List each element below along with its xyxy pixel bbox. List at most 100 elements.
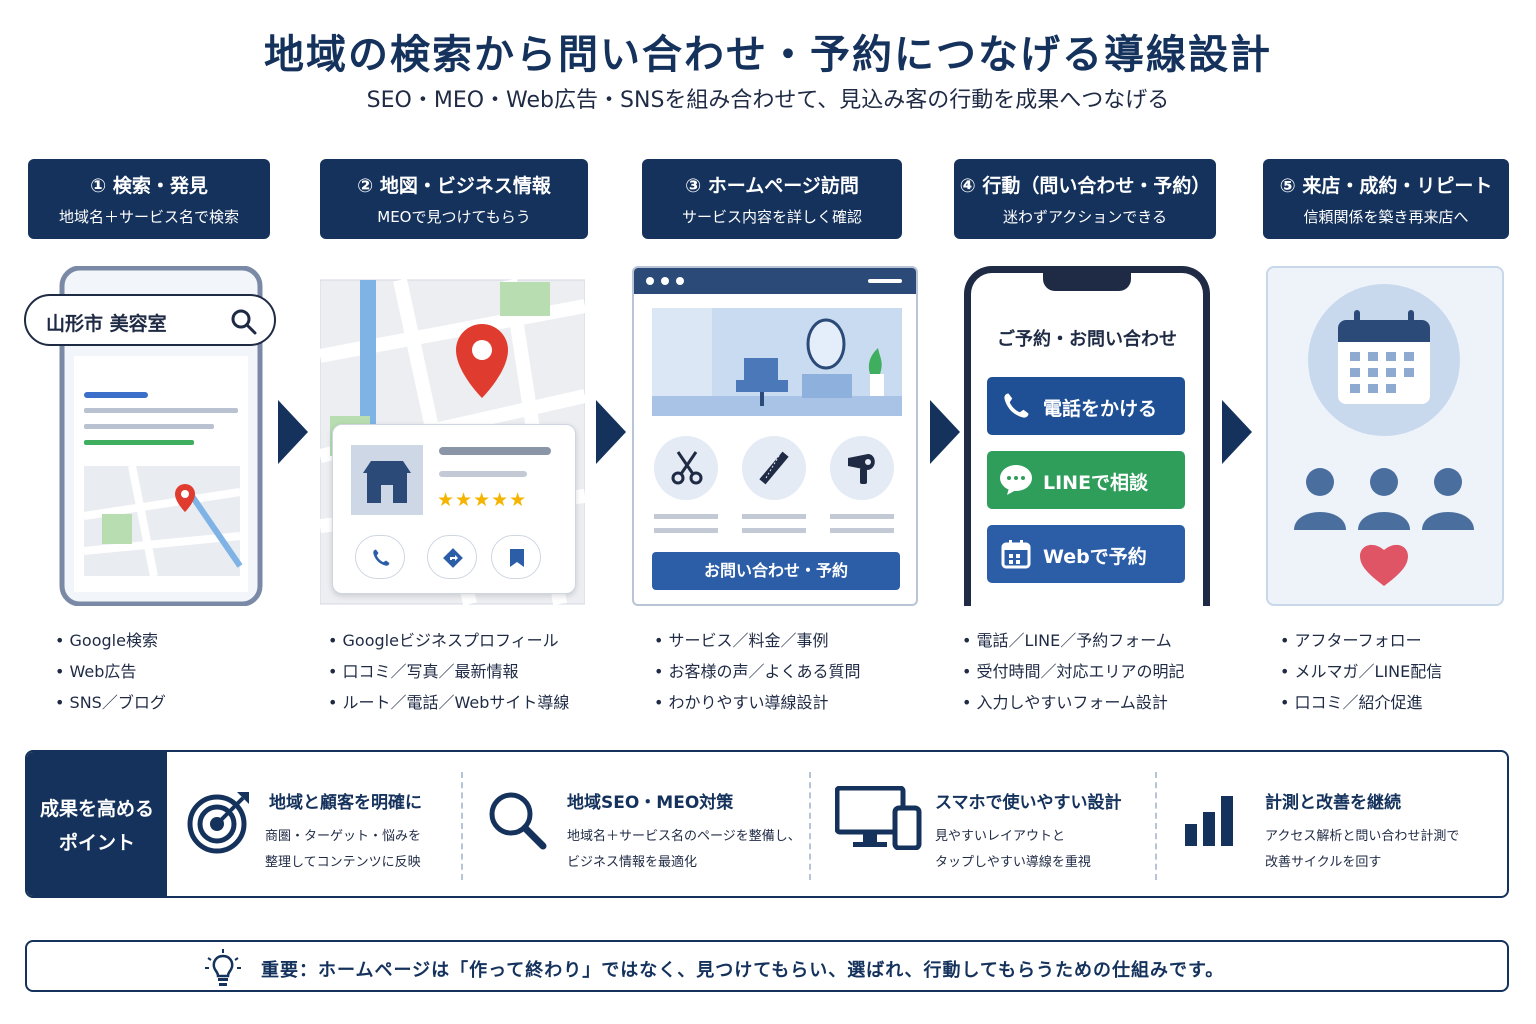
- step-subtitle: 迷わずアクションできる: [1003, 208, 1167, 226]
- bar-chart-icon: [1185, 796, 1233, 846]
- phone-icon: [1004, 393, 1029, 418]
- store-icon: [351, 445, 423, 515]
- scissors-icon: [671, 451, 703, 485]
- people-icon: [1294, 468, 1474, 530]
- route-icon: [443, 548, 463, 568]
- search-phone-illustration: [22, 265, 278, 607]
- bookmark-icon: [510, 549, 524, 567]
- browser-bar: [634, 268, 916, 294]
- step-header-2: ② 地図・ビジネス情報 MEOで見つけてもらう: [320, 159, 588, 239]
- flow-arrow-icon: [278, 400, 308, 464]
- step-subtitle: 地域名＋サービス名で検索: [58, 208, 239, 226]
- call-button-label: 電話をかける: [1043, 398, 1158, 420]
- divider: [809, 772, 811, 880]
- bullet-item: お客様の声／よくある質問: [654, 656, 861, 687]
- step-header-5: ⑤ 来店・成約・リピート 信頼関係を築き再来店へ: [1263, 159, 1509, 239]
- call-button[interactable]: [355, 535, 405, 579]
- line-button-label: LINEで相談: [1043, 472, 1149, 494]
- important-note: 重要：ホームページは「作って終わり」ではなく、見つけてもらい、選ばれ、行動しても…: [25, 940, 1509, 992]
- flow-arrow-icon: [930, 400, 960, 464]
- point-item-3: スマホで使いやすい設計 見やすいレイアウトとタップしやすい導線を重視: [835, 752, 1155, 896]
- phone-screen-heading: ご予約・お問い合わせ: [997, 329, 1177, 350]
- step-header-1: ① 検索・発見 地域名＋サービス名で検索: [28, 159, 270, 239]
- business-info-placeholder: [439, 471, 527, 477]
- page-title: 地域の検索から問い合わせ・予約につなげる導線設計: [264, 32, 1272, 78]
- step-title: ④ 行動（問い合わせ・予約）: [959, 175, 1211, 197]
- step-3-bullets: サービス／料金／事例 お客様の声／よくある質問 わかりやすい導線設計: [654, 625, 861, 718]
- service-item-blow[interactable]: [830, 436, 894, 500]
- bullet-item: 口コミ／紹介促進: [1280, 687, 1442, 718]
- bullet-item: 受付時間／対応エリアの明記: [962, 656, 1185, 687]
- flow-arrow-icon: [596, 400, 626, 464]
- step-subtitle: MEOで見つけてもらう: [377, 208, 531, 226]
- step-subtitle: 信頼関係を築き再来店へ: [1303, 208, 1469, 226]
- search-query: 山形市 美容室: [46, 313, 167, 335]
- step-title: ⑤ 来店・成約・リピート: [1279, 175, 1493, 197]
- service-item-cut[interactable]: [654, 436, 718, 500]
- search-input[interactable]: 山形市 美容室: [24, 294, 276, 346]
- calendar-icon: [1338, 310, 1430, 404]
- chat-bubble-icon: [1000, 465, 1032, 495]
- step-title: ③ ホームページ訪問: [685, 175, 859, 197]
- homepage-browser: お問い合わせ・予約: [632, 266, 918, 606]
- comb-icon: [759, 451, 789, 485]
- step-2-bullets: Googleビジネスプロフィール 口コミ／写真／最新情報 ルート／電話／Webサ…: [328, 625, 570, 718]
- search-icon[interactable]: [230, 308, 258, 336]
- divider: [1155, 772, 1157, 880]
- page-subtitle: SEO・MEO・Web広告・SNSを組み合わせて、見込み客の行動を成果へつなげる: [366, 88, 1170, 113]
- contact-reserve-button[interactable]: お問い合わせ・予約: [652, 552, 900, 590]
- step-title: ② 地図・ビジネス情報: [357, 175, 551, 197]
- flow-arrow-icon: [1222, 400, 1252, 464]
- save-button[interactable]: [491, 535, 541, 579]
- bullet-item: Googleビジネスプロフィール: [328, 625, 569, 656]
- step-5-bullets: アフターフォロー メルマガ／LINE配信 口コミ／紹介促進: [1280, 625, 1443, 718]
- step-4-bullets: 電話／LINE／予約フォーム 受付時間／対応エリアの明記 入力しやすいフォーム設…: [962, 625, 1185, 718]
- call-button[interactable]: 電話をかける: [987, 377, 1185, 435]
- bullet-item: サービス／料金／事例: [654, 625, 861, 656]
- point-item-1: 地域と顧客を明確に 商圏・ターゲット・悩みを整理してコンテンツに反映: [187, 752, 467, 896]
- point-item-2: 地域SEO・MEO対策 地域名＋サービス名のページを整備し、ビジネス情報を最適化: [487, 752, 807, 896]
- bullet-item: アフターフォロー: [1280, 625, 1442, 656]
- rating-stars: ★★★★★: [437, 489, 528, 511]
- line-consult-button[interactable]: LINEで相談: [987, 451, 1185, 509]
- business-card[interactable]: ★★★★★: [332, 424, 576, 594]
- service-item-style[interactable]: [742, 436, 806, 500]
- important-note-text: 重要：ホームページは「作って終わり」ではなく、見つけてもらい、選ばれ、行動しても…: [261, 960, 1225, 981]
- devices-icon: [835, 786, 922, 850]
- repeat-illustration: [1266, 266, 1504, 606]
- hair-dryer-icon: [848, 454, 875, 484]
- step-subtitle: サービス内容を詳しく確認: [681, 208, 862, 226]
- bullet-item: 口コミ／写真／最新情報: [328, 656, 569, 687]
- web-button-label: Webで予約: [1043, 546, 1147, 568]
- key-points-label: 成果を高める ポイント: [27, 752, 167, 896]
- search-icon: [489, 792, 547, 850]
- bullet-item: ルート／電話／Webサイト導線: [328, 687, 570, 718]
- business-name-placeholder: [439, 447, 551, 455]
- bullet-item: メルマガ／LINE配信: [1280, 656, 1443, 687]
- divider: [461, 772, 463, 880]
- bullet-item: 電話／LINE／予約フォーム: [962, 625, 1185, 656]
- step-1-bullets: Google検索 Web広告 SNS／ブログ: [55, 625, 166, 718]
- step-header-4: ④ 行動（問い合わせ・予約） 迷わずアクションできる: [954, 159, 1216, 239]
- heart-icon: [1360, 544, 1408, 586]
- phone-notch: [1043, 273, 1131, 291]
- phone-icon: [373, 549, 390, 566]
- calendar-icon: [1001, 540, 1031, 569]
- map-pin-icon: [175, 484, 195, 512]
- bullet-item: 入力しやすいフォーム設計: [962, 687, 1185, 718]
- map-pin-icon: [456, 324, 508, 398]
- web-reserve-button[interactable]: Webで予約: [987, 525, 1185, 583]
- key-points-box: 成果を高める ポイント 地域と顧客を明確に 商圏・ターゲット・悩みを整理してコン…: [25, 750, 1509, 898]
- step-header-3: ③ ホームページ訪問 サービス内容を詳しく確認: [642, 159, 902, 239]
- point-item-4: 計測と改善を継続 アクセス解析と問い合わせ計測で改善サイクルを回す: [1183, 752, 1503, 896]
- salon-hero-image: [652, 308, 902, 416]
- action-phone: ご予約・お問い合わせ 電話をかける LINEで相談 Webで予約: [964, 266, 1210, 606]
- bullet-item: SNS／ブログ: [55, 687, 166, 718]
- route-button[interactable]: [427, 535, 477, 579]
- lightbulb-icon: [205, 949, 241, 986]
- bullet-item: Google検索: [55, 625, 166, 656]
- target-icon: [187, 792, 249, 854]
- bullet-item: わかりやすい導線設計: [654, 687, 861, 718]
- bullet-item: Web広告: [55, 656, 166, 687]
- step-title: ① 検索・発見: [90, 175, 208, 197]
